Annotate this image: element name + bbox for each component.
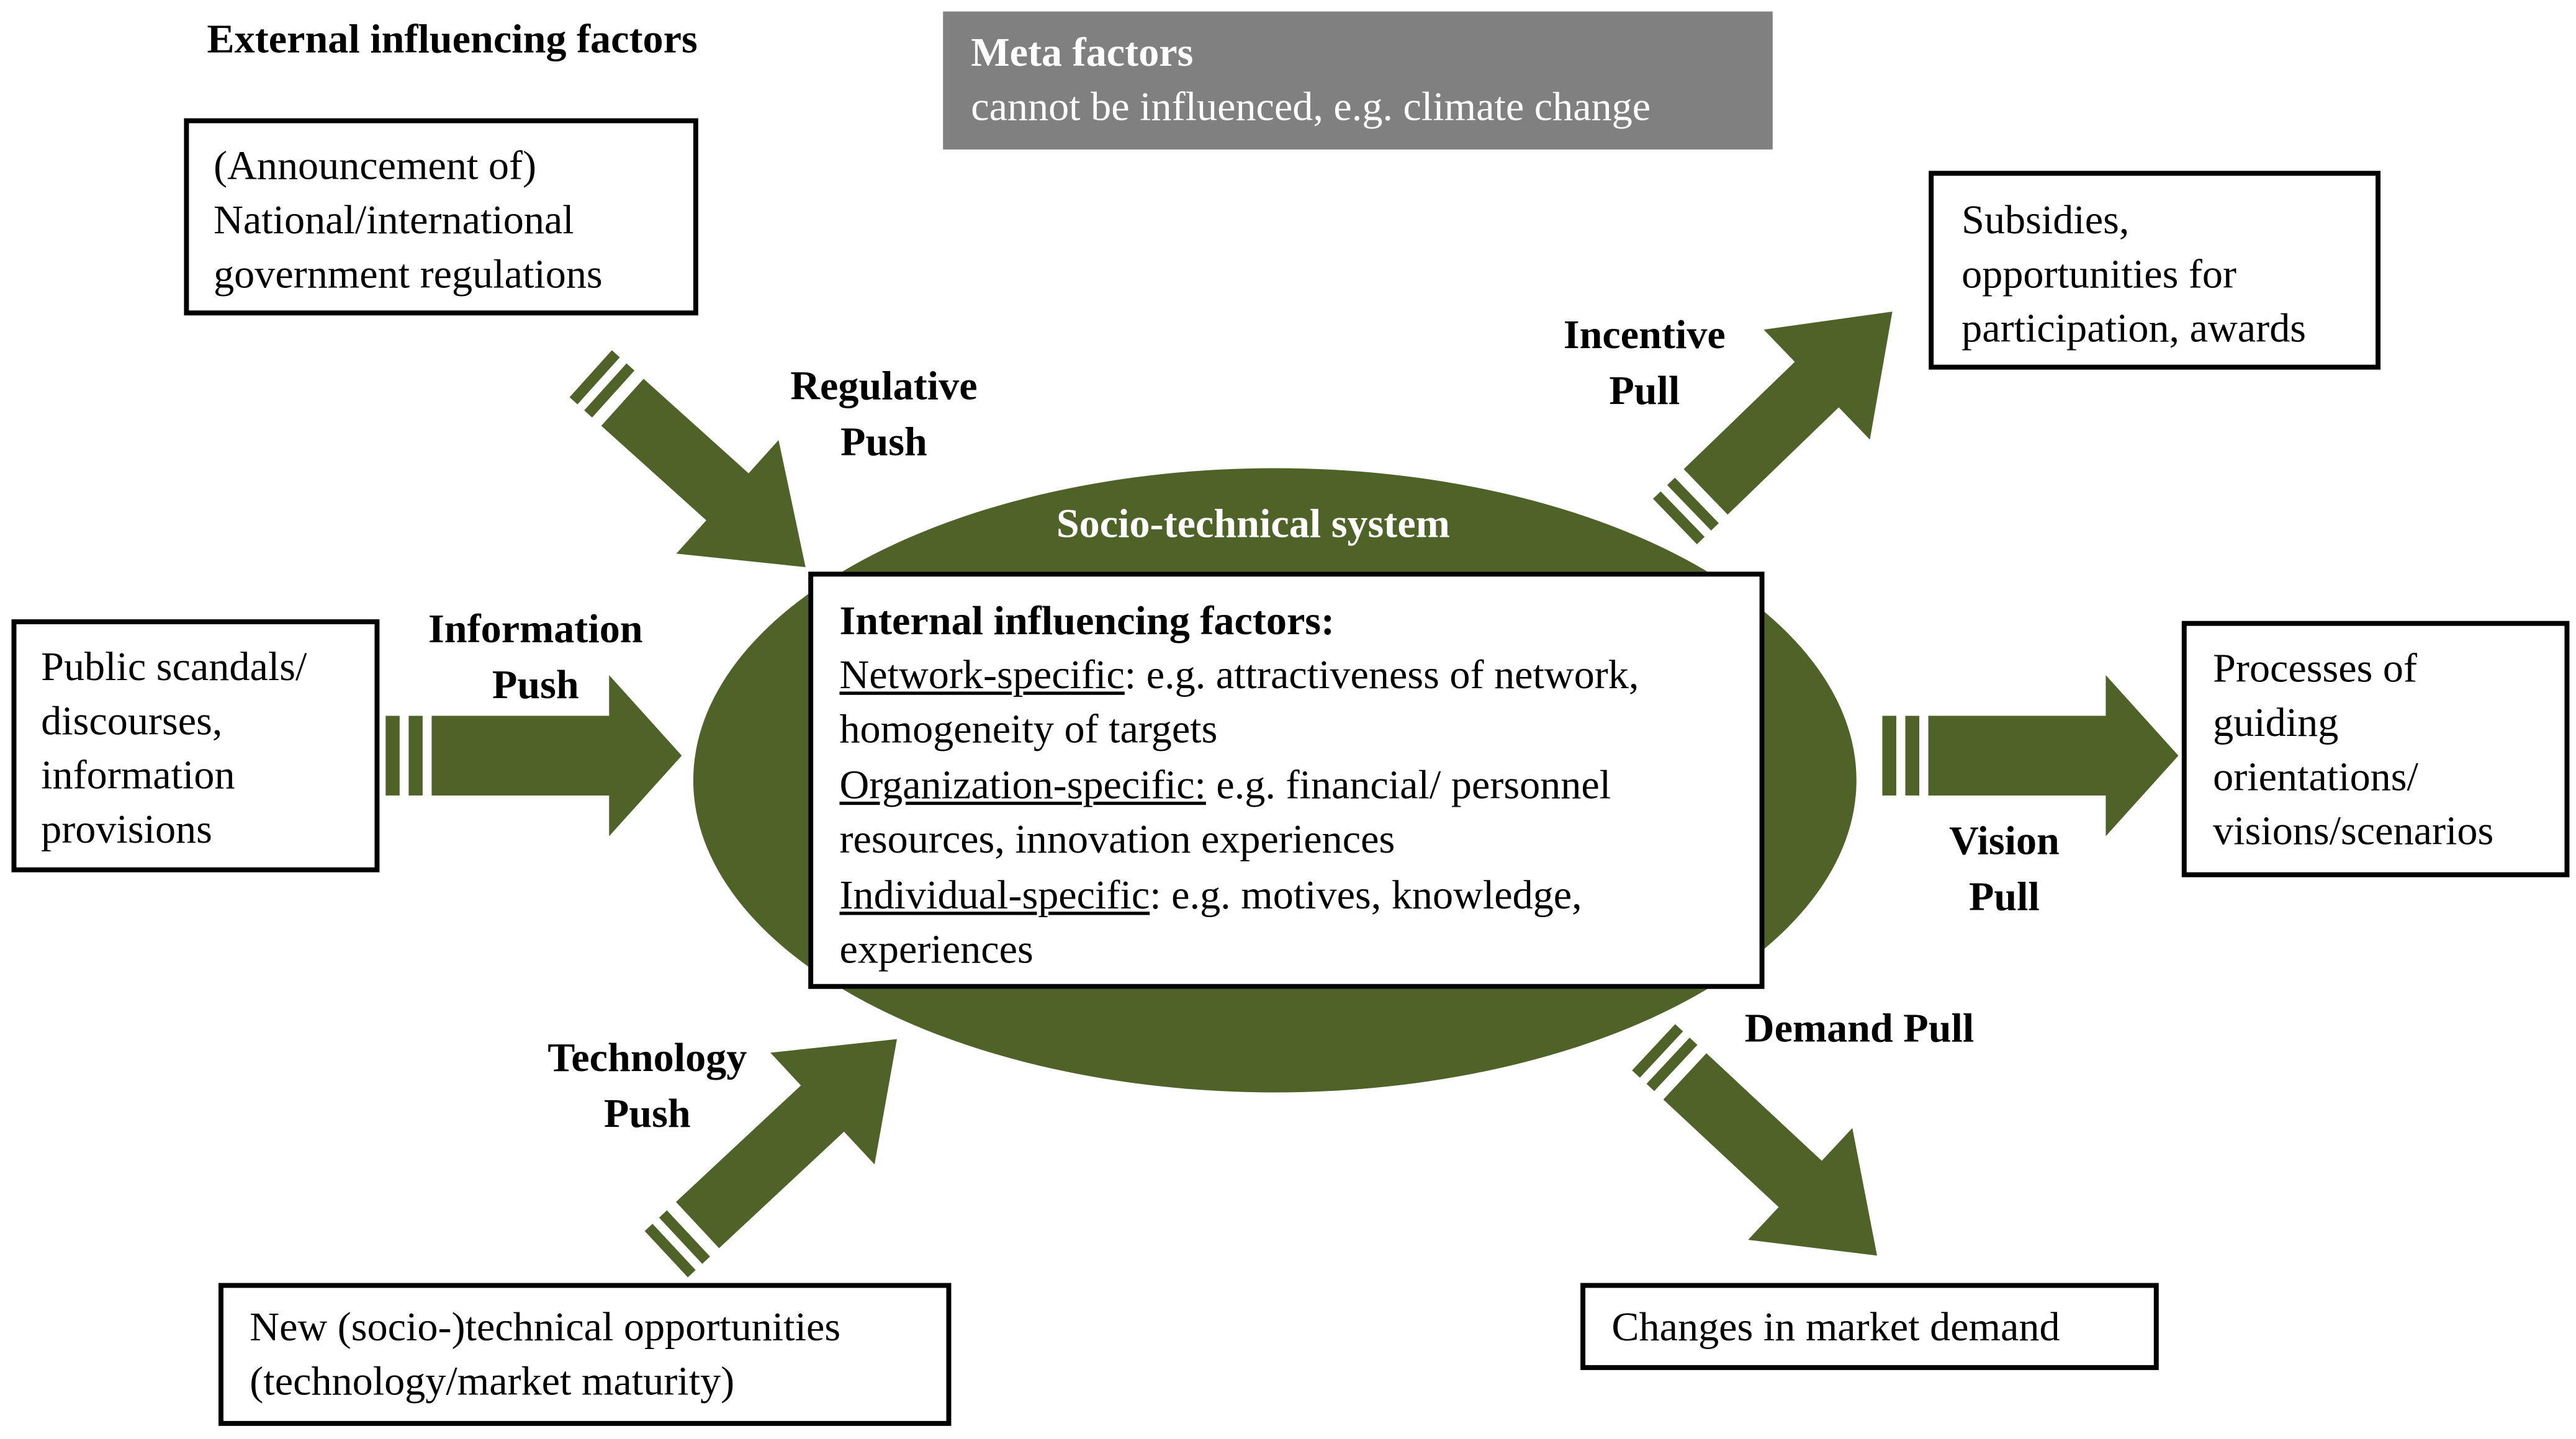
- information-label-line-1: Information: [428, 607, 643, 652]
- meta-factors-title: Meta factors: [971, 31, 1194, 76]
- technology-push-arrow: [641, 1036, 900, 1281]
- regulations-line-1: (Announcement of): [214, 144, 537, 189]
- incentive-pull-arrow: [1649, 308, 1896, 548]
- incentive-label-line-2: Pull: [1609, 369, 1680, 413]
- public-line-2: discourses,: [41, 699, 223, 745]
- processes-line-4: visions/scenarios: [2213, 810, 2494, 854]
- vision-label-line-1: Vision: [1949, 820, 2060, 864]
- organization-specific-text: e.g. financial/ personnel: [1205, 763, 1611, 809]
- technology-label-line-2: Push: [603, 1092, 691, 1136]
- processes-box: Processes of guiding orientations/ visio…: [2181, 621, 2570, 877]
- public-line-3: information: [41, 754, 235, 799]
- organization-specific-label: Organization-specific:: [839, 763, 1206, 809]
- public-line-1: Public scandals/: [41, 645, 307, 690]
- external-factors-title: External influencing factors: [207, 18, 698, 63]
- information-push-arrow: [383, 668, 685, 843]
- market-demand-box: Changes in market demand: [1580, 1283, 2159, 1370]
- vision-pull-label: Vision Pull: [1906, 815, 2103, 925]
- technology-line-1: New (socio-)technical opportunities: [250, 1306, 841, 1351]
- internal-line-homogeneity: homogeneity of targets: [839, 707, 1218, 753]
- processes-line-2: guiding: [2213, 701, 2339, 746]
- technology-line-2: (technology/market maturity): [250, 1360, 735, 1405]
- incentive-pull-label: Incentive Pull: [1528, 309, 1761, 419]
- public-scandals-box: Public scandals/ discourses, information…: [11, 619, 380, 872]
- regulative-label-line-1: Regulative: [790, 364, 978, 410]
- meta-factors-box: Meta factors cannot be influenced, e.g. …: [943, 11, 1773, 150]
- regulations-line-3: government regulations: [214, 253, 603, 298]
- processes-line-1: Processes of: [2213, 647, 2418, 692]
- market-line-1: Changes in market demand: [1611, 1306, 2060, 1351]
- information-label-line-2: Push: [492, 663, 579, 707]
- internal-factors-title: Internal influencing factors:: [839, 599, 1335, 644]
- information-push-label: Information Push: [404, 603, 667, 713]
- internal-factors-box: Internal influencing factors: Network-sp…: [808, 572, 1765, 989]
- demand-pull-arrow: [1628, 1020, 1880, 1259]
- network-specific-text: : e.g. attractiveness of network,: [1124, 653, 1639, 699]
- subsidies-box: Subsidies, opportunities for participati…: [1929, 171, 2381, 370]
- public-line-4: provisions: [41, 808, 212, 853]
- internal-line-experiences: experiences: [839, 928, 1034, 973]
- internal-line-individual: Individual-specific: e.g. motives, knowl…: [839, 869, 1582, 924]
- individual-specific-label: Individual-specific: [839, 874, 1150, 918]
- subsidies-line-3: participation, awards: [1961, 307, 2307, 352]
- regulative-label-line-2: Push: [840, 419, 927, 464]
- technology-push-label: Technology Push: [523, 1032, 772, 1142]
- regulative-push-arrow: [565, 346, 809, 570]
- technology-opportunities-box: New (socio-)technical opportunities (tec…: [218, 1283, 952, 1426]
- regulations-line-2: National/international: [214, 199, 574, 243]
- incentive-label-line-1: Incentive: [1563, 313, 1726, 359]
- vision-label-line-2: Pull: [1968, 874, 2040, 920]
- internal-line-resources: resources, innovation experiences: [839, 818, 1395, 863]
- socio-technical-title: Socio-technical system: [1056, 503, 1450, 547]
- internal-line-organization: Organization-specific: e.g. financial/ p…: [839, 759, 1611, 814]
- internal-line-network: Network-specific: e.g. attractiveness of…: [839, 649, 1639, 704]
- vision-pull-arrow: [1880, 668, 2182, 843]
- regulative-push-label: Regulative Push: [769, 360, 999, 470]
- subsidies-line-1: Subsidies,: [1961, 199, 2130, 243]
- network-specific-label: Network-specific: [839, 653, 1125, 699]
- technology-label-line-1: Technology: [547, 1036, 747, 1081]
- individual-specific-text: : e.g. motives, knowledge,: [1150, 874, 1582, 918]
- subsidies-line-2: opportunities for: [1961, 253, 2237, 298]
- regulations-box: (Announcement of) National/international…: [184, 118, 698, 316]
- processes-line-3: orientations/: [2213, 755, 2418, 800]
- demand-pull-label: Demand Pull: [1744, 1006, 1975, 1052]
- meta-factors-text: cannot be influenced, e.g. climate chang…: [971, 85, 1651, 130]
